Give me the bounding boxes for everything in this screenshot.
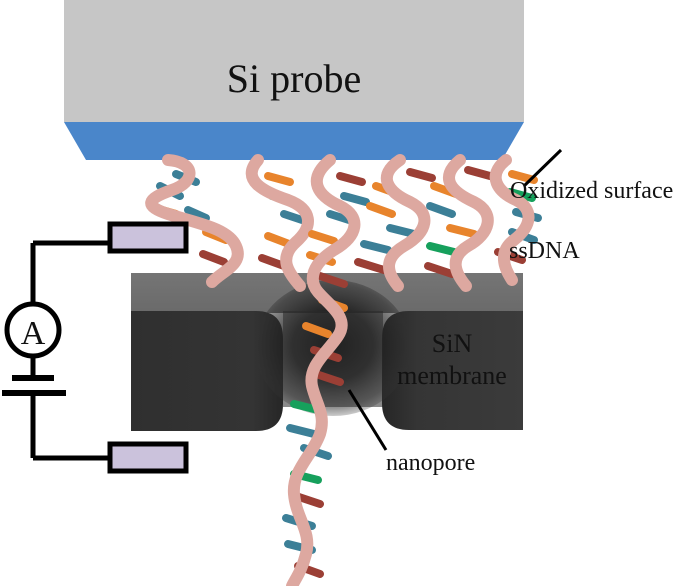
si-probe-body bbox=[64, 0, 524, 122]
strand-3-translocating bbox=[282, 154, 370, 586]
membrane-left-block bbox=[131, 311, 283, 431]
dna-base-tick bbox=[316, 272, 348, 288]
dna-backbone bbox=[381, 154, 431, 292]
ammeter-label: A bbox=[21, 315, 46, 352]
annotations-group: Oxidized surface ssDNA nanopore bbox=[347, 148, 673, 476]
top-electrode[interactable] bbox=[107, 221, 189, 254]
oxidized-surface-label: Oxidized surface bbox=[510, 178, 673, 204]
dna-base-tick bbox=[264, 172, 294, 186]
dna-base-tick bbox=[308, 230, 338, 245]
dna-base-tick bbox=[199, 250, 228, 266]
dna-base-tick bbox=[312, 370, 344, 386]
membrane-right-block bbox=[382, 311, 523, 430]
strand-6 bbox=[489, 154, 542, 286]
dna-base-tick bbox=[386, 224, 418, 238]
dna-base-tick bbox=[354, 258, 388, 274]
strand-4 bbox=[354, 154, 436, 292]
oxidized-surface-layer bbox=[64, 122, 524, 160]
si-probe-group: Si probe bbox=[64, 0, 524, 160]
measurement-circuit-group: A bbox=[2, 221, 189, 474]
dna-base-tick bbox=[258, 254, 288, 270]
dna-base-tick bbox=[302, 322, 332, 338]
bottom-electrode[interactable] bbox=[107, 441, 189, 474]
dna-base-tick bbox=[286, 424, 318, 438]
dna-base-tick bbox=[264, 232, 293, 248]
si-probe-label: Si probe bbox=[227, 56, 361, 101]
sin-membrane-label-line1: SiN bbox=[432, 329, 473, 358]
strand-5 bbox=[424, 154, 494, 292]
dna-base-tick bbox=[426, 202, 456, 218]
dna-base-tick bbox=[464, 166, 494, 180]
dna-base-tick bbox=[406, 168, 436, 182]
ssdna-label: ssDNA bbox=[509, 238, 580, 264]
dna-base-tick bbox=[336, 172, 366, 186]
dna-base-tick bbox=[184, 206, 210, 222]
strand-1 bbox=[145, 154, 244, 288]
dna-backbone bbox=[286, 154, 361, 586]
dna-backbone bbox=[245, 154, 314, 292]
nanopore-leader-line bbox=[347, 389, 388, 451]
strand-2 bbox=[245, 154, 314, 292]
dna-base-tick bbox=[424, 262, 456, 278]
dna-base-tick bbox=[426, 242, 458, 256]
sin-membrane-label-line2: membrane bbox=[397, 361, 507, 390]
oxidized-surface-leader-line bbox=[522, 148, 563, 188]
ssdna-layer bbox=[145, 154, 542, 586]
dna-base-tick bbox=[360, 240, 392, 254]
dna-base-tick bbox=[366, 202, 396, 218]
dna-backbone bbox=[489, 154, 535, 286]
dna-backbone bbox=[145, 154, 244, 288]
dna-backbone bbox=[443, 154, 494, 292]
dna-base-tick bbox=[446, 224, 478, 238]
dna-base-tick bbox=[340, 192, 370, 206]
nanopore-label: nanopore bbox=[386, 450, 475, 476]
dna-base-tick bbox=[280, 210, 309, 225]
